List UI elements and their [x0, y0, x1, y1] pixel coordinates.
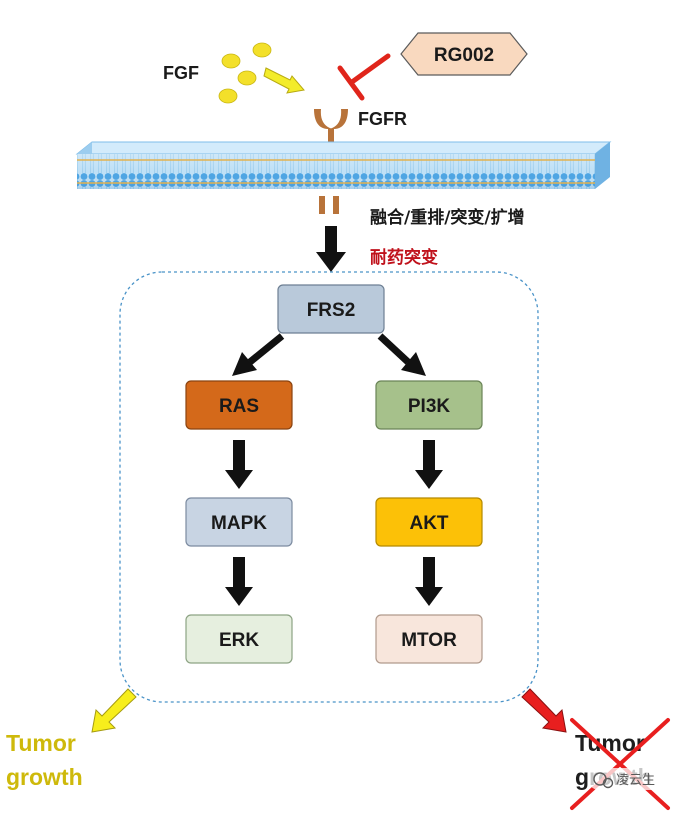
ligand-binding-arrow — [263, 67, 305, 94]
fgf-label: FGF — [163, 63, 199, 83]
arrow-frs2-to-pi3k-shaft — [377, 333, 411, 365]
fgf-ligand-dots — [218, 42, 272, 104]
mtor-box — [375, 614, 483, 664]
arrow-fgfr-to-frs2 — [316, 226, 346, 272]
fgf-dot — [218, 88, 238, 104]
watermark-text: 凌云生 — [616, 773, 655, 788]
erk-label: ERK — [219, 630, 259, 651]
frs2-box — [277, 284, 385, 334]
inhibition-symbol — [337, 53, 391, 101]
ras-label: RAS — [219, 396, 259, 417]
resistance-annotation: 耐药突变 — [370, 247, 438, 268]
rg002-inhibitor-box — [400, 32, 528, 76]
fgf-dot — [237, 70, 257, 86]
arrow-to-tumor-growth-left — [91, 688, 137, 733]
arrow-frs2-to-ras-shaft — [247, 333, 285, 365]
arrow-frs2-to-pi3k-head — [401, 352, 426, 376]
fgfr-label: FGFR — [358, 109, 407, 129]
arrow-to-tumor-growth-right — [521, 688, 567, 733]
fgf-dot — [221, 53, 241, 69]
rg002-label: RG002 — [434, 45, 494, 66]
blocked-cross-icon — [570, 718, 670, 810]
fgfr-receptor-icon — [314, 109, 348, 142]
frs2-label: FRS2 — [307, 300, 356, 321]
cytoplasm-boundary — [119, 271, 539, 703]
pi3k-label: PI3K — [408, 396, 451, 417]
arrow-pi3k-to-akt — [415, 440, 443, 489]
fgfr-kinase-domain — [319, 196, 339, 214]
mapk-label: MAPK — [211, 513, 267, 534]
mapk-box — [185, 497, 293, 547]
tumor-growth-left-line2: growth — [6, 764, 83, 790]
arrow-akt-to-mtor — [415, 557, 443, 606]
arrow-ras-to-mapk — [225, 440, 253, 489]
cell-membrane — [75, 141, 612, 189]
fgf-dot — [252, 42, 272, 58]
erk-box — [185, 614, 293, 664]
wechat-icon — [593, 772, 614, 789]
ras-box — [185, 380, 293, 430]
arrow-mapk-to-erk — [225, 557, 253, 606]
tumor-growth-left-line1: Tumor — [6, 730, 76, 756]
pi3k-box — [375, 380, 483, 430]
akt-box — [375, 497, 483, 547]
mtor-label: MTOR — [401, 630, 457, 651]
akt-label: AKT — [409, 513, 448, 534]
arrow-frs2-to-ras-head — [232, 352, 257, 376]
watermark: 凌云生 — [588, 768, 670, 790]
alteration-annotation: 融合/重排/突变/扩增 — [370, 207, 525, 228]
